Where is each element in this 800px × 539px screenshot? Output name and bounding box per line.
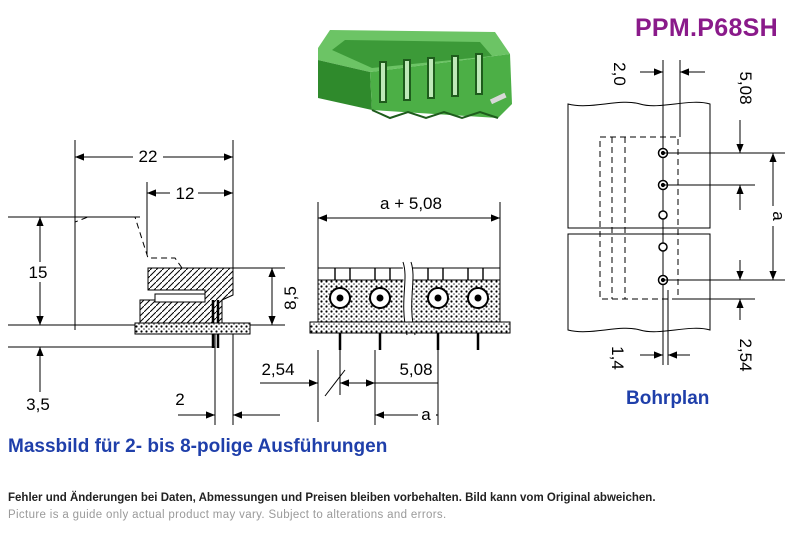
drill-plan-caption: Bohrplan (626, 388, 710, 409)
dim-a-bg (418, 405, 436, 423)
side-view (8, 140, 285, 425)
front-view (260, 202, 511, 425)
drill-dim-a: a (769, 211, 788, 221)
drawing-caption: Massbild für 2- bis 8-polige Ausführunge… (8, 436, 388, 457)
dim-depth: 12 (176, 184, 195, 203)
part-number: PPM.P68SH (634, 14, 778, 42)
dim-pitch: 5,08 (399, 360, 432, 379)
dim-total: a + 5,08 (380, 194, 442, 213)
connector-product-image (318, 30, 512, 120)
dim-offset: 2,54 (261, 360, 294, 379)
dim-15-bg (24, 262, 54, 282)
disclaimer-english: Picture is a guide only actual product m… (8, 509, 447, 521)
dim-body: 8,5 (281, 286, 300, 310)
dim-pin: 2 (175, 390, 184, 409)
drill-dim-hole: 1,4 (608, 346, 627, 370)
dim-total-bg (368, 193, 454, 211)
dim-12-bg (170, 183, 198, 201)
drill-dim-pitch: 5,08 (736, 71, 755, 104)
dim-height: 15 (29, 263, 48, 282)
drill-dim-edge: 2,54 (736, 338, 755, 371)
dim-below: 3,5 (26, 395, 50, 414)
dim-width: 22 (139, 147, 158, 166)
dim-22-bg (133, 146, 163, 164)
drill-plan (567, 60, 785, 365)
drill-dim-a-bg (764, 206, 782, 226)
disclaimer-german: Fehler und Änderungen bei Daten, Abmessu… (8, 492, 656, 504)
drill-dim-top-offset: 2,0 (610, 62, 629, 86)
dim-a: a (421, 405, 431, 424)
